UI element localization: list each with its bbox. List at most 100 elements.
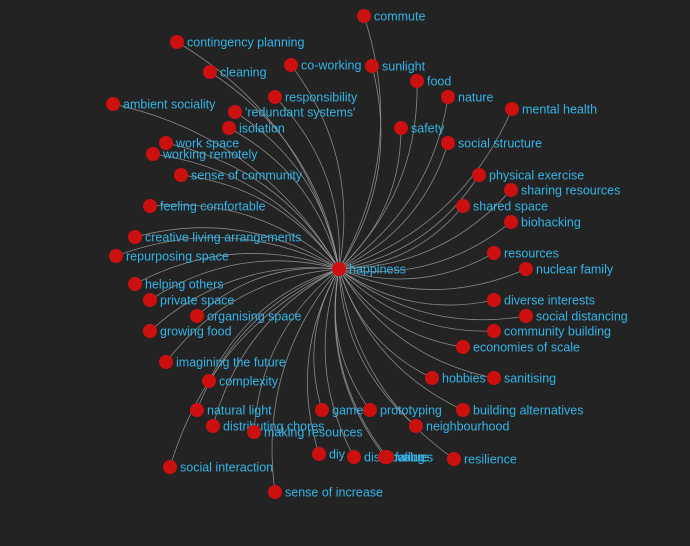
node-nuclear-family[interactable]: nuclear family bbox=[519, 262, 614, 277]
node-working-remotely[interactable]: working remotely bbox=[146, 147, 258, 162]
node-dot[interactable] bbox=[206, 419, 220, 433]
node-redundant-systems[interactable]: 'redundant systems' bbox=[228, 105, 355, 120]
node-creative-living-arrangements[interactable]: creative living arrangements bbox=[128, 230, 301, 245]
node-dot[interactable] bbox=[190, 403, 204, 417]
node-sense-of-increase[interactable]: sense of increase bbox=[268, 485, 383, 500]
node-dot[interactable] bbox=[441, 136, 455, 150]
node-dot[interactable] bbox=[247, 425, 261, 439]
node-making-resources[interactable]: making resources bbox=[247, 425, 363, 440]
node-dot[interactable] bbox=[268, 485, 282, 499]
node-contingency-planning[interactable]: contingency planning bbox=[170, 35, 304, 50]
node-dot[interactable] bbox=[487, 293, 501, 307]
node-dot[interactable] bbox=[143, 324, 157, 338]
node-dot[interactable] bbox=[159, 136, 173, 150]
node-dot[interactable] bbox=[143, 293, 157, 307]
node-dot[interactable] bbox=[456, 199, 470, 213]
node-diy[interactable]: diy bbox=[312, 447, 346, 462]
node-growing-food[interactable]: growing food bbox=[143, 324, 232, 339]
node-dot[interactable] bbox=[109, 249, 123, 263]
node-dot[interactable] bbox=[504, 215, 518, 229]
node-dot[interactable] bbox=[394, 121, 408, 135]
node-prototyping[interactable]: prototyping bbox=[363, 403, 442, 418]
node-games[interactable]: games bbox=[315, 403, 370, 418]
node-dot[interactable] bbox=[203, 65, 217, 79]
node-repurposing-space[interactable]: repurposing space bbox=[109, 249, 229, 264]
node-dot[interactable] bbox=[190, 309, 204, 323]
node-safety[interactable]: safety bbox=[394, 121, 445, 136]
node-feeling-comfortable[interactable]: feeling comfortable bbox=[143, 199, 266, 214]
node-social-interaction[interactable]: social interaction bbox=[163, 460, 273, 475]
node-social-distancing[interactable]: social distancing bbox=[519, 309, 628, 324]
node-hobbies[interactable]: hobbies bbox=[425, 371, 486, 386]
node-private-space[interactable]: private space bbox=[143, 293, 234, 308]
node-dot[interactable] bbox=[347, 450, 361, 464]
node-complexity[interactable]: complexity bbox=[202, 374, 279, 389]
node-nature[interactable]: nature bbox=[441, 90, 493, 105]
node-dot[interactable] bbox=[504, 183, 518, 197]
node-biohacking[interactable]: biohacking bbox=[504, 215, 581, 230]
node-neighbourhood[interactable]: neighbourhood bbox=[409, 419, 509, 434]
node-building-alternatives[interactable]: building alternatives bbox=[456, 403, 584, 418]
node-dot[interactable] bbox=[312, 447, 326, 461]
node-shared-space[interactable]: shared space bbox=[456, 199, 548, 214]
node-physical-exercise[interactable]: physical exercise bbox=[472, 168, 584, 183]
node-organising-space[interactable]: organising space bbox=[190, 309, 302, 324]
node-dot[interactable] bbox=[447, 452, 461, 466]
node-dot[interactable] bbox=[487, 324, 501, 338]
node-dot[interactable] bbox=[332, 262, 346, 276]
node-dot[interactable] bbox=[472, 168, 486, 182]
node-dot[interactable] bbox=[456, 403, 470, 417]
node-dot[interactable] bbox=[456, 340, 470, 354]
node-dot[interactable] bbox=[284, 58, 298, 72]
node-dot[interactable] bbox=[487, 246, 501, 260]
node-community-building[interactable]: community building bbox=[487, 324, 611, 339]
node-dot[interactable] bbox=[202, 374, 216, 388]
node-dot[interactable] bbox=[106, 97, 120, 111]
node-dot[interactable] bbox=[159, 355, 173, 369]
node-resilience[interactable]: resilience bbox=[447, 452, 517, 467]
node-dot[interactable] bbox=[365, 59, 379, 73]
node-dot[interactable] bbox=[174, 168, 188, 182]
node-imagining-the-future[interactable]: imagining the future bbox=[159, 355, 286, 370]
node-resources[interactable]: resources bbox=[487, 246, 559, 261]
node-responsibility[interactable]: responsibility bbox=[268, 90, 358, 105]
node-dot[interactable] bbox=[425, 371, 439, 385]
node-mental-health[interactable]: mental health bbox=[505, 102, 597, 117]
node-dot[interactable] bbox=[128, 230, 142, 244]
node-dot[interactable] bbox=[146, 147, 160, 161]
node-dot[interactable] bbox=[163, 460, 177, 474]
node-dot[interactable] bbox=[363, 403, 377, 417]
node-social-structure[interactable]: social structure bbox=[441, 136, 542, 151]
node-dot[interactable] bbox=[441, 90, 455, 104]
node-sanitising[interactable]: sanitising bbox=[487, 371, 556, 386]
node-work-space[interactable]: work space bbox=[159, 136, 239, 151]
node-helping-others[interactable]: helping others bbox=[128, 277, 224, 292]
node-dot[interactable] bbox=[268, 90, 282, 104]
node-dot[interactable] bbox=[315, 403, 329, 417]
node-dot[interactable] bbox=[380, 450, 394, 464]
node-dot[interactable] bbox=[519, 309, 533, 323]
node-dot[interactable] bbox=[128, 277, 142, 291]
node-dot[interactable] bbox=[410, 74, 424, 88]
node-dot[interactable] bbox=[222, 121, 236, 135]
node-dot[interactable] bbox=[505, 102, 519, 116]
node-isolation[interactable]: isolation bbox=[222, 121, 285, 136]
node-dot[interactable] bbox=[170, 35, 184, 49]
node-co-working[interactable]: co-working bbox=[284, 58, 361, 73]
node-dot[interactable] bbox=[143, 199, 157, 213]
node-dot[interactable] bbox=[487, 371, 501, 385]
node-values[interactable]: values bbox=[380, 450, 433, 465]
node-dot[interactable] bbox=[228, 105, 242, 119]
node-economies-of-scale[interactable]: economies of scale bbox=[456, 340, 580, 355]
node-dot[interactable] bbox=[409, 419, 423, 433]
node-commute[interactable]: commute bbox=[357, 9, 425, 24]
node-sunlight[interactable]: sunlight bbox=[365, 59, 426, 74]
node-sense-of-community[interactable]: sense of community bbox=[174, 168, 303, 183]
node-cleaning[interactable]: cleaning bbox=[203, 65, 267, 80]
node-dot[interactable] bbox=[519, 262, 533, 276]
node-food[interactable]: food bbox=[410, 74, 451, 89]
node-happiness[interactable]: happiness bbox=[332, 262, 406, 277]
node-ambient-sociality[interactable]: ambient sociality bbox=[106, 97, 216, 112]
node-dot[interactable] bbox=[357, 9, 371, 23]
node-diverse-interests[interactable]: diverse interests bbox=[487, 293, 595, 308]
